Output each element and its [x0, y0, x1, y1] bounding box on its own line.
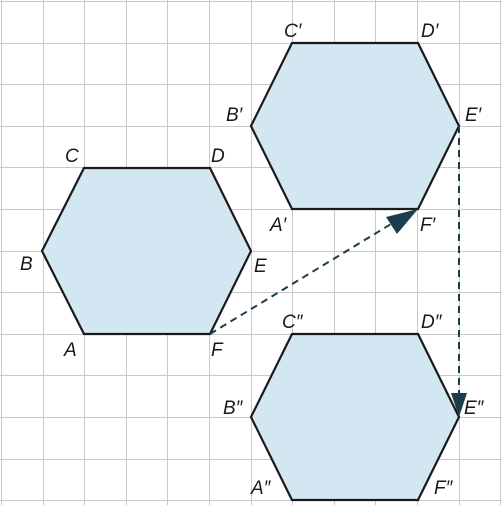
vertex-label-A: A: [63, 340, 77, 361]
vertex-label-D-prime: D′: [421, 21, 440, 42]
arrow-f-to-f-prime-head: [386, 209, 418, 234]
vertex-label-F: F: [211, 340, 224, 361]
hexagon-original-shape: [40, 166, 253, 336]
hexagon-image-double-prime-shape: [249, 332, 461, 502]
vertex-label-D-double-prime: D″: [421, 312, 443, 333]
vertex-label-F-double-prime: F″: [434, 478, 454, 499]
vertex-label-C: C: [65, 146, 79, 167]
vertex-label-E-prime: E′: [465, 105, 483, 126]
vertex-label-E-double-prime: E″: [464, 398, 485, 419]
hexagon-original: A B C D E F: [20, 146, 267, 361]
vertex-label-F-prime: F′: [420, 215, 437, 236]
translation-arrows: [209, 126, 467, 417]
hexagon-image-prime-shape: [249, 41, 461, 211]
vertex-label-A-prime: A′: [269, 215, 288, 236]
hexagon-image-prime: A′ B′ C′ D′ E′ F′: [226, 21, 483, 236]
arrow-e-prime-to-e-double-prime-head: [451, 393, 467, 417]
hexagon-image-double-prime: A″ B″ C″ D″ E″ F″: [223, 312, 485, 502]
vertex-label-A-double-prime: A″: [250, 478, 272, 499]
vertex-label-B-double-prime: B″: [223, 398, 244, 419]
vertex-label-D: D: [211, 146, 225, 167]
arrow-f-to-f-prime-line: [209, 220, 397, 335]
vertex-label-C-prime: C′: [284, 21, 303, 42]
vertex-label-E: E: [254, 256, 267, 277]
vertex-label-B-prime: B′: [226, 105, 244, 126]
vertex-label-C-double-prime: C″: [282, 312, 304, 333]
vertex-label-B: B: [20, 254, 33, 275]
